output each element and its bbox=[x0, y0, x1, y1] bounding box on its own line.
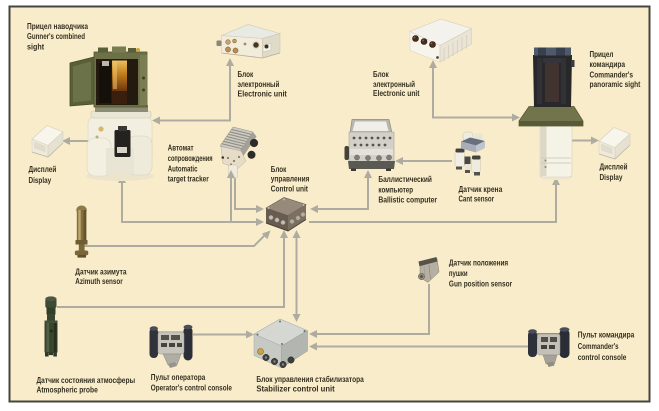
svg-text:Пульт оператора: Пульт оператора bbox=[151, 373, 206, 382]
svg-text:компьютер: компьютер bbox=[378, 186, 413, 195]
svg-text:control console: control console bbox=[578, 353, 627, 362]
svg-text:Датчик крена: Датчик крена bbox=[459, 185, 503, 194]
svg-text:Блок: Блок bbox=[238, 70, 254, 79]
svg-text:Ballistic computer: Ballistic computer bbox=[378, 196, 437, 205]
svg-text:сопровождения: сопровождения bbox=[168, 154, 213, 163]
svg-text:Пульт командира: Пульт командира bbox=[578, 331, 635, 340]
svg-text:Control unit: Control unit bbox=[271, 184, 308, 193]
svg-text:Azimuth sensor: Azimuth sensor bbox=[75, 277, 122, 286]
svg-text:Display: Display bbox=[29, 176, 52, 185]
svg-text:target tracker: target tracker bbox=[168, 175, 209, 184]
svg-text:Electronic unit: Electronic unit bbox=[238, 90, 288, 99]
svg-text:Gun position sensor: Gun position sensor bbox=[449, 279, 512, 288]
svg-text:sight: sight bbox=[27, 43, 44, 52]
svg-text:Блок: Блок bbox=[271, 165, 287, 174]
svg-text:Stabilizer control unit: Stabilizer control unit bbox=[256, 385, 335, 394]
svg-text:Датчик состояния атмосферы: Датчик состояния атмосферы bbox=[37, 376, 136, 385]
svg-text:Cant sensor: Cant sensor bbox=[459, 195, 495, 204]
svg-text:Блок: Блок bbox=[373, 70, 389, 79]
svg-text:Commander's: Commander's bbox=[590, 71, 634, 80]
svg-text:Прицел: Прицел bbox=[590, 50, 614, 59]
svg-text:Дисплей: Дисплей bbox=[600, 163, 628, 172]
svg-text:Operator's control console: Operator's control console bbox=[151, 384, 233, 393]
svg-text:Дисплей: Дисплей bbox=[29, 165, 57, 174]
svg-text:Блок управления стабилизатора: Блок управления стабилизатора bbox=[256, 375, 364, 384]
svg-text:Electronic unit: Electronic unit bbox=[373, 89, 420, 98]
svg-text:электронный: электронный bbox=[373, 80, 415, 89]
svg-text:Прицел наводчика: Прицел наводчика bbox=[27, 22, 88, 31]
svg-text:panoramic sight: panoramic sight bbox=[590, 80, 641, 89]
svg-text:Gunner's combined: Gunner's combined bbox=[27, 32, 85, 41]
svg-text:Automatic: Automatic bbox=[168, 164, 198, 173]
svg-text:Atmospheric probe: Atmospheric probe bbox=[37, 386, 99, 395]
svg-text:Датчик положения: Датчик положения bbox=[449, 259, 509, 268]
svg-text:Display: Display bbox=[600, 173, 623, 182]
svg-text:электронный: электронный bbox=[238, 80, 280, 89]
svg-text:Датчик азимута: Датчик азимута bbox=[75, 267, 127, 276]
svg-text:пушки: пушки bbox=[449, 269, 468, 278]
svg-text:Баллистический: Баллистический bbox=[378, 175, 432, 184]
svg-text:управления: управления bbox=[271, 175, 310, 184]
svg-text:Автомат: Автомат bbox=[168, 144, 194, 153]
svg-text:командира: командира bbox=[590, 60, 626, 69]
svg-text:Commander's: Commander's bbox=[578, 342, 619, 351]
